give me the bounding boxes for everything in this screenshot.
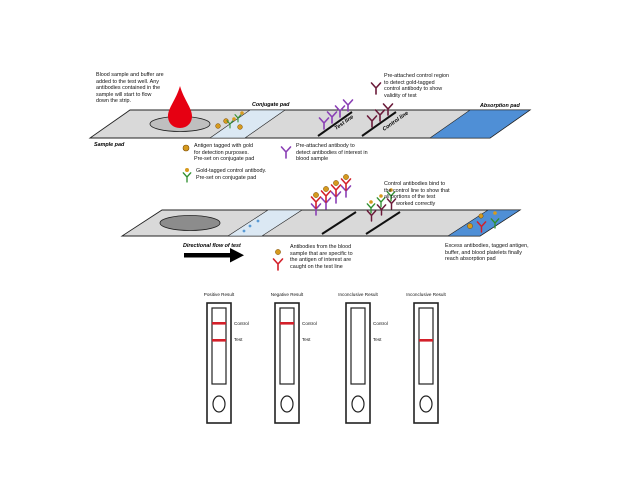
- legend-antigen-gold-icon: [182, 144, 190, 152]
- top-control-line: [361, 111, 397, 137]
- legend-purple-antibody-icon: [280, 146, 292, 159]
- control-label: Control: [373, 321, 388, 326]
- bottom-conjugate-residue: [242, 219, 260, 233]
- cassette-window: [211, 307, 227, 385]
- note-excess: Excess antibodies, tagged antigen,buffer…: [445, 243, 529, 263]
- cassette-sample-well: [419, 395, 433, 413]
- top-conjugate-pad: [209, 109, 286, 139]
- conjugate-pad-label: Conjugate pad: [252, 102, 290, 108]
- cassette-sample-well: [280, 395, 294, 413]
- result-cassette: Inconclusive Result: [406, 292, 447, 424]
- cassette-sample-well: [351, 395, 365, 413]
- control-label: Control: [234, 321, 249, 326]
- cassette-window: [418, 307, 434, 385]
- bottom-test-line: [321, 211, 357, 235]
- bottom-absorption-complexes: [467, 211, 500, 233]
- top-conjugate-items: [215, 111, 244, 130]
- result-title: Negative Result: [271, 292, 304, 297]
- test-label: Test: [234, 337, 243, 342]
- cassette-sample-well: [212, 395, 226, 413]
- test-line-mark: [212, 339, 226, 342]
- legend-control-antibody-icon: [182, 172, 192, 183]
- note-gold-control: Gold-tagged control antibody.Pre-set on …: [196, 168, 267, 181]
- test-label: Test: [373, 337, 382, 342]
- legend-control-antibody-gold: [185, 168, 189, 172]
- cassette-window: [350, 307, 366, 385]
- bottom-test-complexes: [310, 174, 352, 216]
- top-test-line: [317, 111, 353, 137]
- bottom-conjugate-pad: [226, 209, 304, 237]
- control-line-mark: [212, 322, 226, 325]
- cassette-window: [279, 307, 295, 385]
- result-title: Positive Result: [204, 292, 235, 297]
- legend-specific-antibody-gold: [275, 249, 281, 255]
- result-title: Inconclusive Result: [338, 292, 378, 297]
- blood-drop-icon: [168, 86, 192, 128]
- absorption-pad-label: Absorption pad: [479, 103, 521, 109]
- legend-specific-antibody-icon: [272, 258, 284, 271]
- bottom-control-line: [365, 211, 401, 235]
- top-absorption-pad: [429, 109, 531, 139]
- flow-label: Directional flow of test: [183, 243, 241, 249]
- bottom-control-complexes: [366, 188, 397, 222]
- test-line-mark: [419, 339, 433, 342]
- flow-arrow-icon: [184, 248, 244, 263]
- control-line-mark: [280, 322, 294, 325]
- bottom-strip: [120, 209, 522, 237]
- control-label: Control: [302, 321, 317, 326]
- bottom-sample-well: [159, 215, 221, 231]
- top-strip: [88, 109, 532, 139]
- sample-pad-label: Sample pad: [94, 142, 125, 148]
- result-title: Inconclusive Result: [406, 292, 446, 297]
- test-label: Test: [302, 337, 311, 342]
- legend-control-region-icon: [370, 82, 382, 95]
